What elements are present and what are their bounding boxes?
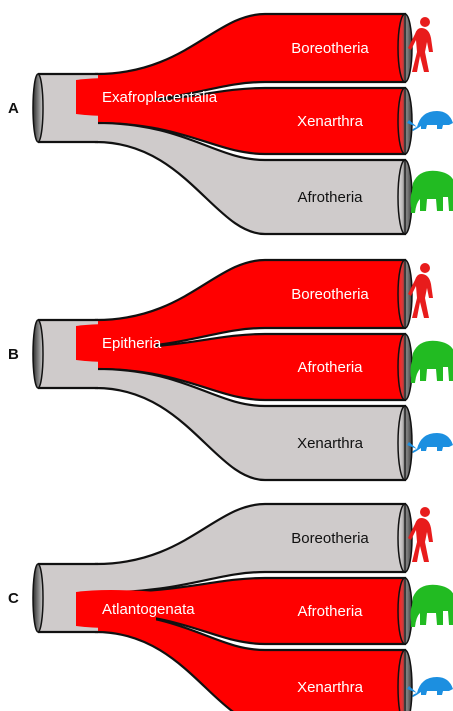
tip-rim [398,334,412,400]
tip-label-xenarthra: Xenarthra [297,113,364,130]
tip-rim [398,650,412,711]
root-rim [33,320,43,388]
tip-rim [398,578,412,644]
tip-label-afrotheria: Afrotheria [297,359,363,376]
root-rim [33,564,43,632]
root-rim [33,74,43,142]
elephant-icon [411,585,453,627]
group-label: Epitheria [102,335,162,352]
tip-label-boreotheria: Boreotheria [291,530,369,547]
elephant-icon [411,171,453,213]
tip-label-afrotheria: Afrotheria [297,189,363,206]
group-label: Exafroplacentalia [102,89,218,106]
group-label: Atlantogenata [102,601,195,618]
tip-label-boreotheria: Boreotheria [291,286,369,303]
armadillo-icon [407,677,453,697]
panel-a: A Exafroplacentalia BoreotheriaXenarthraAf… [8,14,453,234]
tip-label-xenarthra: Xenarthra [297,679,364,696]
elephant-icon [411,341,453,383]
tip-rim [398,160,412,234]
panel-letter: B [8,346,19,363]
armadillo-icon [407,433,453,453]
panel-letter: A [8,100,19,117]
armadillo-icon [407,111,453,131]
tip-label-xenarthra: Xenarthra [297,435,364,452]
panel-c: C Atlantogenata BoreotheriaAfrotheriaXenar… [8,504,453,711]
tip-label-afrotheria: Afrotheria [297,603,363,620]
tip-label-boreotheria: Boreotheria [291,40,369,57]
panel-letter: C [8,590,19,607]
